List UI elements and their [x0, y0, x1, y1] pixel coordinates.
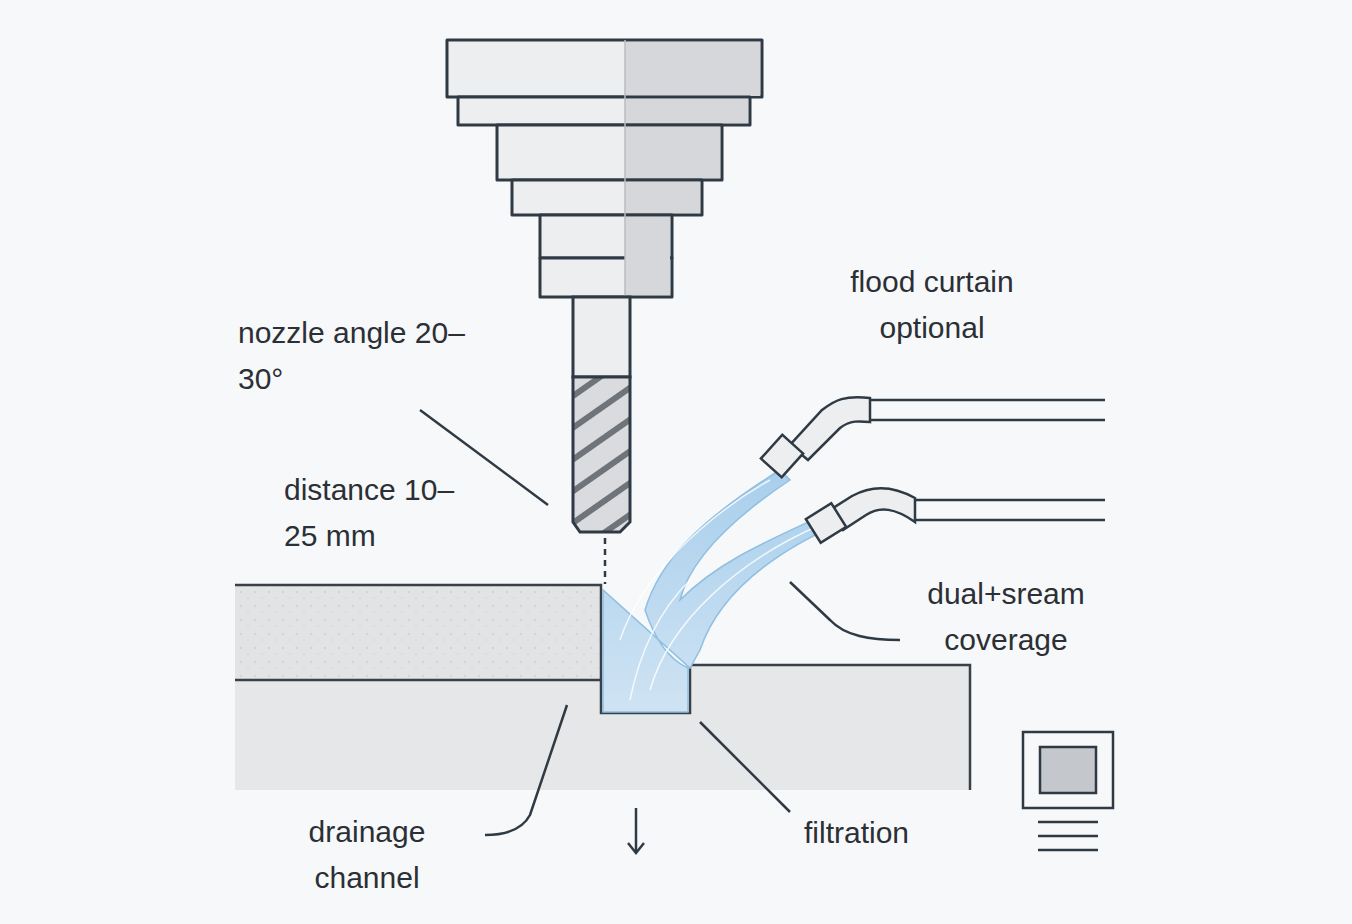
filtration-label: filtration [804, 810, 984, 856]
angle-label: nozzle angle 20–30° [238, 310, 478, 402]
nozzles [761, 397, 1105, 543]
distance-line [604, 538, 607, 584]
stream-label: dual+sream coverage [896, 571, 1116, 663]
leader-lines [420, 410, 900, 835]
spindle [447, 40, 762, 297]
coolant-streams [603, 470, 838, 712]
drainage-label: drainage channel [282, 809, 452, 901]
flood-label: flood curtain optional [812, 259, 1052, 351]
end-mill [573, 297, 630, 532]
filter-icon [1023, 732, 1113, 850]
distance-label: distance 10–25 mm [284, 467, 484, 559]
flow-arrow [628, 808, 644, 853]
